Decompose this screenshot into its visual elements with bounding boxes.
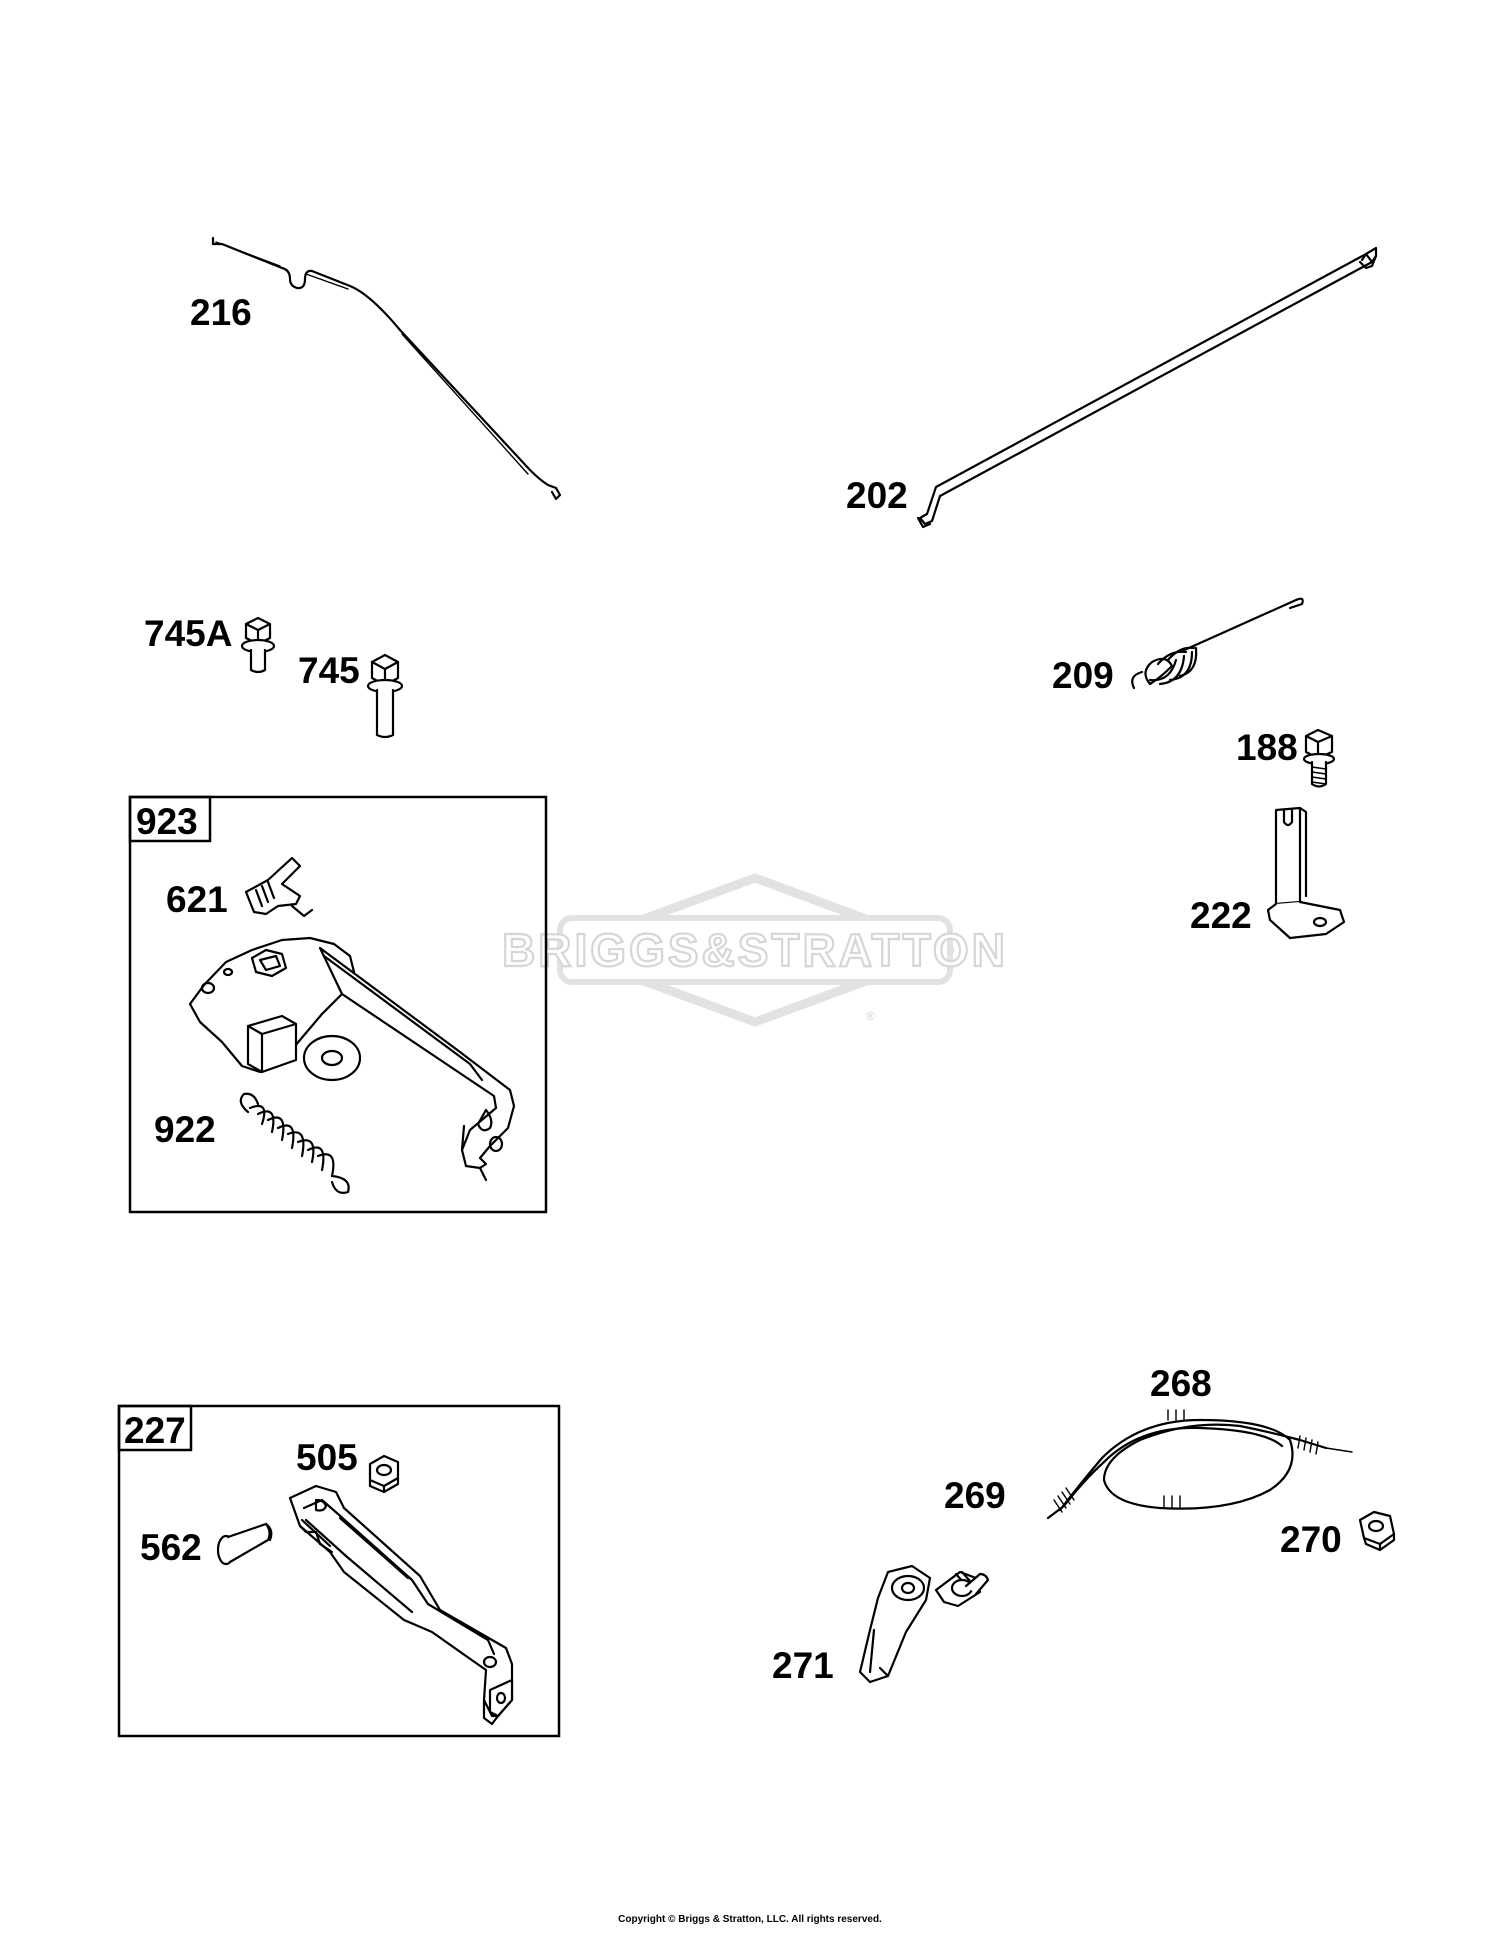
copyright-notice: Copyright © Briggs & Stratton, LLC. All … bbox=[618, 1914, 882, 1925]
part-216-governor-link[interactable] bbox=[211, 236, 562, 501]
part-209-governor-spring[interactable] bbox=[1131, 597, 1304, 690]
label-562: 562 bbox=[140, 1527, 202, 1568]
part-202-throttle-link[interactable] bbox=[916, 246, 1378, 529]
part-922-spring[interactable] bbox=[239, 1092, 350, 1194]
label-505: 505 bbox=[296, 1437, 358, 1478]
part-227-control-lever[interactable] bbox=[288, 1484, 514, 1726]
label-922: 922 bbox=[154, 1109, 216, 1150]
briggs-stratton-watermark: BRIGGS&STRATTON ® bbox=[501, 873, 1008, 1027]
label-188: 188 bbox=[1236, 727, 1298, 768]
label-923: 923 bbox=[136, 801, 198, 842]
label-222: 222 bbox=[1190, 895, 1252, 936]
part-222-bracket[interactable] bbox=[1266, 806, 1346, 940]
label-270: 270 bbox=[1280, 1519, 1342, 1560]
part-271-bracket[interactable] bbox=[858, 1564, 990, 1684]
label-745: 745 bbox=[298, 650, 360, 691]
part-745A-screw[interactable] bbox=[240, 616, 276, 674]
part-188-bolt[interactable] bbox=[1302, 728, 1336, 788]
label-202: 202 bbox=[846, 475, 908, 516]
watermark-registered-mark: ® bbox=[866, 1009, 875, 1023]
label-227: 227 bbox=[124, 1410, 186, 1451]
label-216: 216 bbox=[190, 292, 252, 333]
label-268: 268 bbox=[1150, 1363, 1212, 1404]
part-745-screw[interactable] bbox=[366, 653, 404, 739]
part-270-nut[interactable] bbox=[1358, 1510, 1396, 1552]
label-271: 271 bbox=[772, 1645, 834, 1686]
part-562-bolt[interactable] bbox=[216, 1522, 273, 1566]
kit-923-box bbox=[128, 795, 548, 1214]
part-268-cable[interactable] bbox=[1046, 1409, 1353, 1520]
watermark-text: BRIGGS&STRATTON bbox=[502, 924, 1008, 976]
label-269: 269 bbox=[944, 1475, 1006, 1516]
label-621: 621 bbox=[166, 879, 228, 920]
part-923-control-plate[interactable] bbox=[188, 936, 516, 1182]
kit-227-box bbox=[117, 1404, 561, 1738]
label-745A: 745A bbox=[144, 613, 232, 654]
part-621-clip[interactable] bbox=[244, 856, 314, 918]
part-505-nut[interactable] bbox=[368, 1454, 400, 1494]
label-209: 209 bbox=[1052, 655, 1114, 696]
